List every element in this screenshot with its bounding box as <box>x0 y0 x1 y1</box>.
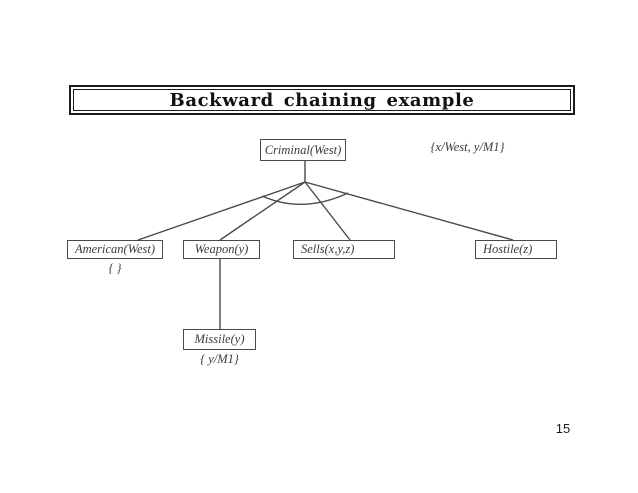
edge-root-american <box>137 181 306 241</box>
node-criminal: Criminal(West) <box>260 139 346 161</box>
title-inner-frame: Backward chaining example <box>73 89 571 111</box>
title-box: Backward chaining example <box>69 85 575 115</box>
american-substitution: { } <box>108 261 122 275</box>
edge-root-hostile <box>304 181 514 241</box>
page-number: 15 <box>555 421 571 436</box>
missile-substitution: { y/M1} <box>200 352 239 366</box>
node-hostile: Hostile(z) <box>475 240 557 259</box>
and-arc <box>261 192 349 205</box>
node-weapon: Weapon(y) <box>183 240 260 259</box>
node-american: American(West) <box>67 240 163 259</box>
root-substitution: {x/West, y/M1} <box>430 140 505 154</box>
node-sells: Sells(x,y,z) <box>293 240 395 259</box>
node-missile: Missile(y) <box>183 329 256 350</box>
slide-title: Backward chaining example <box>169 89 475 111</box>
edge-root-weapon <box>219 181 306 241</box>
edge-root-sells <box>304 181 351 241</box>
